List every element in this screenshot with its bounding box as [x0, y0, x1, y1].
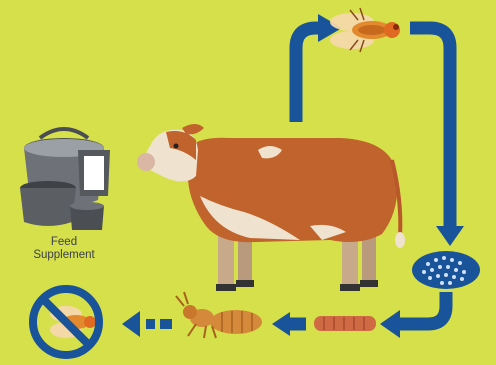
feed-bucket-icon: [20, 129, 110, 230]
arrow-fly-to-eggs: [410, 28, 450, 228]
feed-supplement-label: Feed Supplement: [14, 236, 114, 262]
cow-icon: [137, 124, 405, 291]
pupa-icon: [176, 292, 262, 338]
fly-icon: [330, 8, 400, 52]
larva-icon: [314, 316, 376, 331]
arrowhead-to-eggs: [436, 226, 464, 246]
arrowhead-to-larva: [380, 310, 400, 338]
dash-2: [146, 319, 155, 329]
arrow-cow-to-fly: [296, 28, 322, 122]
dash-1: [160, 319, 172, 329]
feed-label-line2: Supplement: [14, 249, 114, 262]
eggs-icon: [412, 251, 480, 289]
arrowhead-to-no-fly: [122, 311, 140, 337]
arrowhead-to-pupa: [272, 312, 290, 336]
arrow-eggs-to-larva: [396, 292, 446, 324]
no-fly-icon: [33, 289, 99, 355]
feed-label-line1: Feed: [14, 236, 114, 249]
